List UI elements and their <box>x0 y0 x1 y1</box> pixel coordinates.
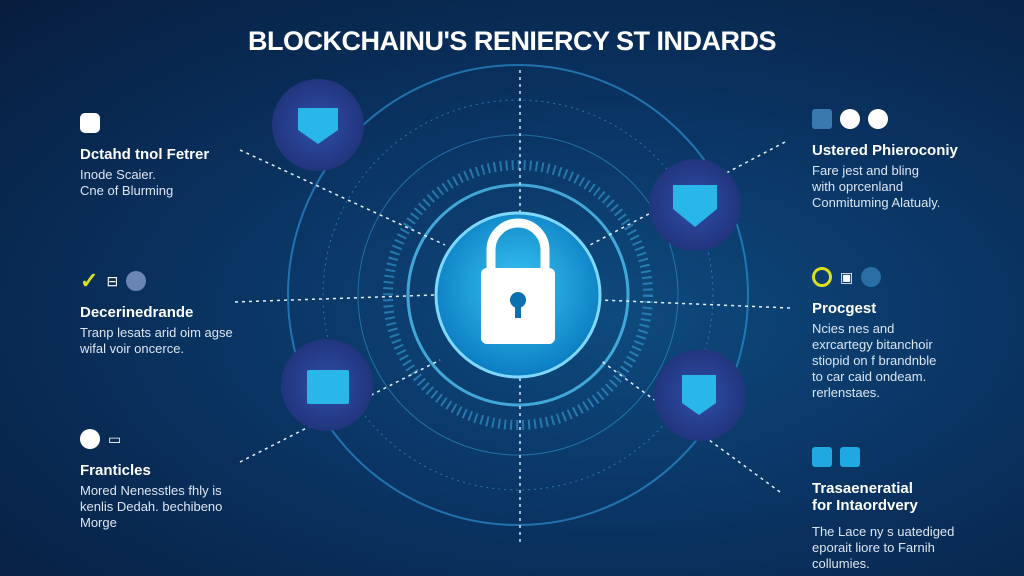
concentric-rings <box>287 64 749 526</box>
feature-text: Morge <box>80 515 117 530</box>
feature-title: Franticles <box>80 462 151 479</box>
gear-icon <box>861 267 882 287</box>
feature-text: Conmituming Alatualy. <box>812 195 941 210</box>
node-icon: ⊟ <box>106 272 119 289</box>
chart-icon: ▣ <box>840 268 854 285</box>
lock-icon <box>481 218 555 344</box>
feature-text: eporait liore to Farnih <box>812 540 935 555</box>
cube-icon <box>812 109 832 129</box>
feature-left-2: ✓ ⊟ Decerinedrande Tranp lesats arid oim … <box>80 268 280 357</box>
feature-text: collumies. <box>812 556 870 571</box>
shield-icon <box>840 447 860 467</box>
coin-icon <box>840 109 860 129</box>
card-icon: ▭ <box>108 430 122 447</box>
feature-text: with oprcenland <box>812 179 904 194</box>
feature-text: kenlis Dedah. bechibeno <box>80 499 223 514</box>
target-icon <box>812 267 832 287</box>
feature-text: stiopid on f brandnble <box>812 353 937 368</box>
wallet-icon <box>812 447 832 467</box>
feature-text: Mored Nenesstles fhly is <box>80 483 222 498</box>
feature-title: Procgest <box>812 300 877 317</box>
feature-text: rerlenstaes. <box>812 385 880 400</box>
feature-text: Ncies nes and <box>812 321 895 336</box>
check-icon: ✓ <box>80 268 99 293</box>
feature-left-1: Dctahd tnol Fetrer Inode Scaier.Cne of B… <box>80 112 280 199</box>
feature-text: Cne of Blurming <box>80 183 174 198</box>
badge-icon <box>126 271 147 291</box>
feature-title: for Intaordvery <box>812 497 918 514</box>
satellite-icons <box>272 79 746 441</box>
feature-text: Fare jest and bling <box>812 163 919 178</box>
feature-text: exrcartegy bitanchoir <box>812 337 933 352</box>
feature-text: wifal voir oncerce. <box>80 341 185 356</box>
gear-icon <box>80 113 100 133</box>
token-icon <box>80 429 100 449</box>
feature-title: Decerinedrande <box>80 304 194 321</box>
avatar-icon <box>868 109 888 129</box>
feature-text: Inode Scaier. <box>80 167 156 182</box>
feature-title: Ustered Phieroconiy <box>812 142 958 159</box>
feature-text: Tranp lesats arid oim agse <box>80 325 233 340</box>
feature-title: Trasaeneratial <box>812 480 913 497</box>
feature-text: The Lace ny s uatediged <box>812 524 955 539</box>
feature-text: to car caid ondeam. <box>812 369 927 384</box>
feature-title: Dctahd tnol Fetrer <box>80 146 210 163</box>
page-title: BLOCKCHAINU'S RENIERCY ST INDARDS <box>248 26 776 56</box>
